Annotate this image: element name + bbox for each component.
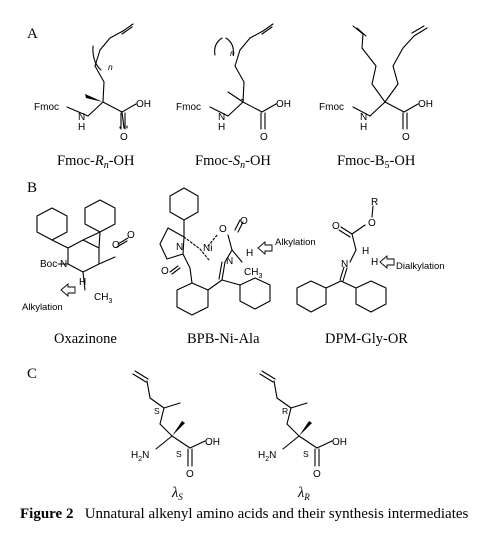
atom-o-2: O	[260, 132, 268, 143]
caption-label: Figure 2	[20, 506, 74, 522]
stereo-s-2: S	[176, 449, 182, 459]
atom-n-2: N	[218, 112, 225, 123]
label-fmoc-sn-oh: Fmoc-Sn-OH	[195, 153, 271, 171]
atom-h2n: H2N	[131, 450, 149, 463]
structure-fmoc-b5-oh	[352, 25, 428, 130]
atom-fmoc: Fmoc	[34, 102, 59, 113]
atom-n-bpb: N	[176, 242, 183, 253]
atom-n-ox: N	[60, 259, 67, 270]
panel-c-letter: C	[27, 366, 37, 382]
atom-oh-c2: OH	[332, 437, 347, 448]
atom-ch3-bpb: CH3	[244, 267, 262, 280]
annotation-alkylation-2: Alkylation	[275, 237, 316, 248]
atom-o-bpb-2: O	[240, 216, 248, 227]
loop-n-label: n	[108, 62, 113, 72]
label-bpb-ni-ala: BPB-Ni-Ala	[187, 331, 260, 347]
stereo-s-3: S	[303, 449, 309, 459]
label-lambda-r: λR	[297, 485, 310, 500]
atom-o-bpb-3: O	[161, 266, 169, 277]
atom-o-3: O	[402, 132, 410, 143]
atom-h-bpb: H	[246, 248, 253, 259]
atom-ni: Ni	[203, 243, 212, 254]
atom-boc: Boc	[40, 259, 57, 270]
atom-oh-c1: OH	[205, 437, 220, 448]
atom-o-bpb: O	[219, 224, 227, 235]
atom-h2n-2: H2N	[258, 450, 276, 463]
atom-o-carbonyl: O	[127, 230, 135, 241]
atom-h-dpm-2: H	[371, 257, 378, 268]
atom-o-ring: O	[112, 240, 120, 251]
caption-text: Unnatural alkenyl amino acids and their …	[84, 506, 469, 522]
structure-fmoc-rn-oh	[66, 23, 137, 130]
structure-fmoc-sn-oh	[209, 23, 277, 130]
atom-n: N	[78, 112, 85, 123]
label-lambda-s: λS	[171, 485, 183, 500]
annotation-alkylation-1: Alkylation	[22, 302, 63, 313]
annotation-dialkylation: Dialkylation	[396, 261, 445, 272]
atom-h-dpm-1: H	[362, 246, 369, 257]
structure-bpb-ni-ala	[159, 187, 271, 316]
alkylation-arrow-2	[257, 241, 273, 255]
atom-h: H	[78, 122, 85, 133]
panel-a-letter: A	[27, 26, 38, 42]
label-dpm-gly-or: DPM-Gly-OR	[325, 331, 408, 347]
alkylation-arrow-1	[60, 283, 76, 297]
atom-fmoc-3: Fmoc	[319, 102, 344, 113]
atom-fmoc-2: Fmoc	[176, 102, 201, 113]
atom-o-dpm: O	[332, 221, 340, 232]
atom-n-bpb-2: N	[226, 256, 233, 267]
atom-o-c1: O	[186, 469, 194, 480]
atom-oh: OH	[136, 99, 151, 110]
stereo-r: R	[282, 406, 288, 416]
atom-o-ester: O	[368, 218, 376, 229]
loop-n-label-2: n	[230, 48, 235, 58]
atom-h-ox: H	[79, 277, 86, 288]
atom-ch3-ox: CH3	[94, 292, 112, 305]
atom-h-3: H	[360, 122, 367, 133]
label-fmoc-b5-oh: Fmoc-B5-OH	[337, 153, 416, 171]
atom-oh-2: OH	[276, 99, 291, 110]
label-fmoc-rn-oh: Fmoc-Rn-OH	[57, 153, 135, 171]
atom-r: R	[371, 197, 378, 208]
structure-lambda-r	[259, 370, 333, 467]
structure-lambda-s	[132, 370, 206, 467]
figure-caption: Figure 2 Unnatural alkenyl amino acids a…	[20, 505, 472, 524]
atom-o: O	[120, 132, 128, 143]
panel-b-letter: B	[27, 180, 37, 196]
atom-oh-3: OH	[418, 99, 433, 110]
label-oxazinone: Oxazinone	[54, 331, 117, 347]
stereo-s-1: S	[154, 406, 160, 416]
structure-dpm-gly-or	[296, 205, 387, 313]
figure-2-structures: A Fmoc N H OH O n	[22, 23, 445, 500]
dialkylation-arrow	[379, 255, 395, 269]
atom-o-c2: O	[313, 469, 321, 480]
atom-n-dpm: N	[341, 259, 348, 270]
structure-oxazinone	[36, 199, 129, 291]
atom-n-3: N	[360, 112, 367, 123]
atom-h-2: H	[218, 122, 225, 133]
